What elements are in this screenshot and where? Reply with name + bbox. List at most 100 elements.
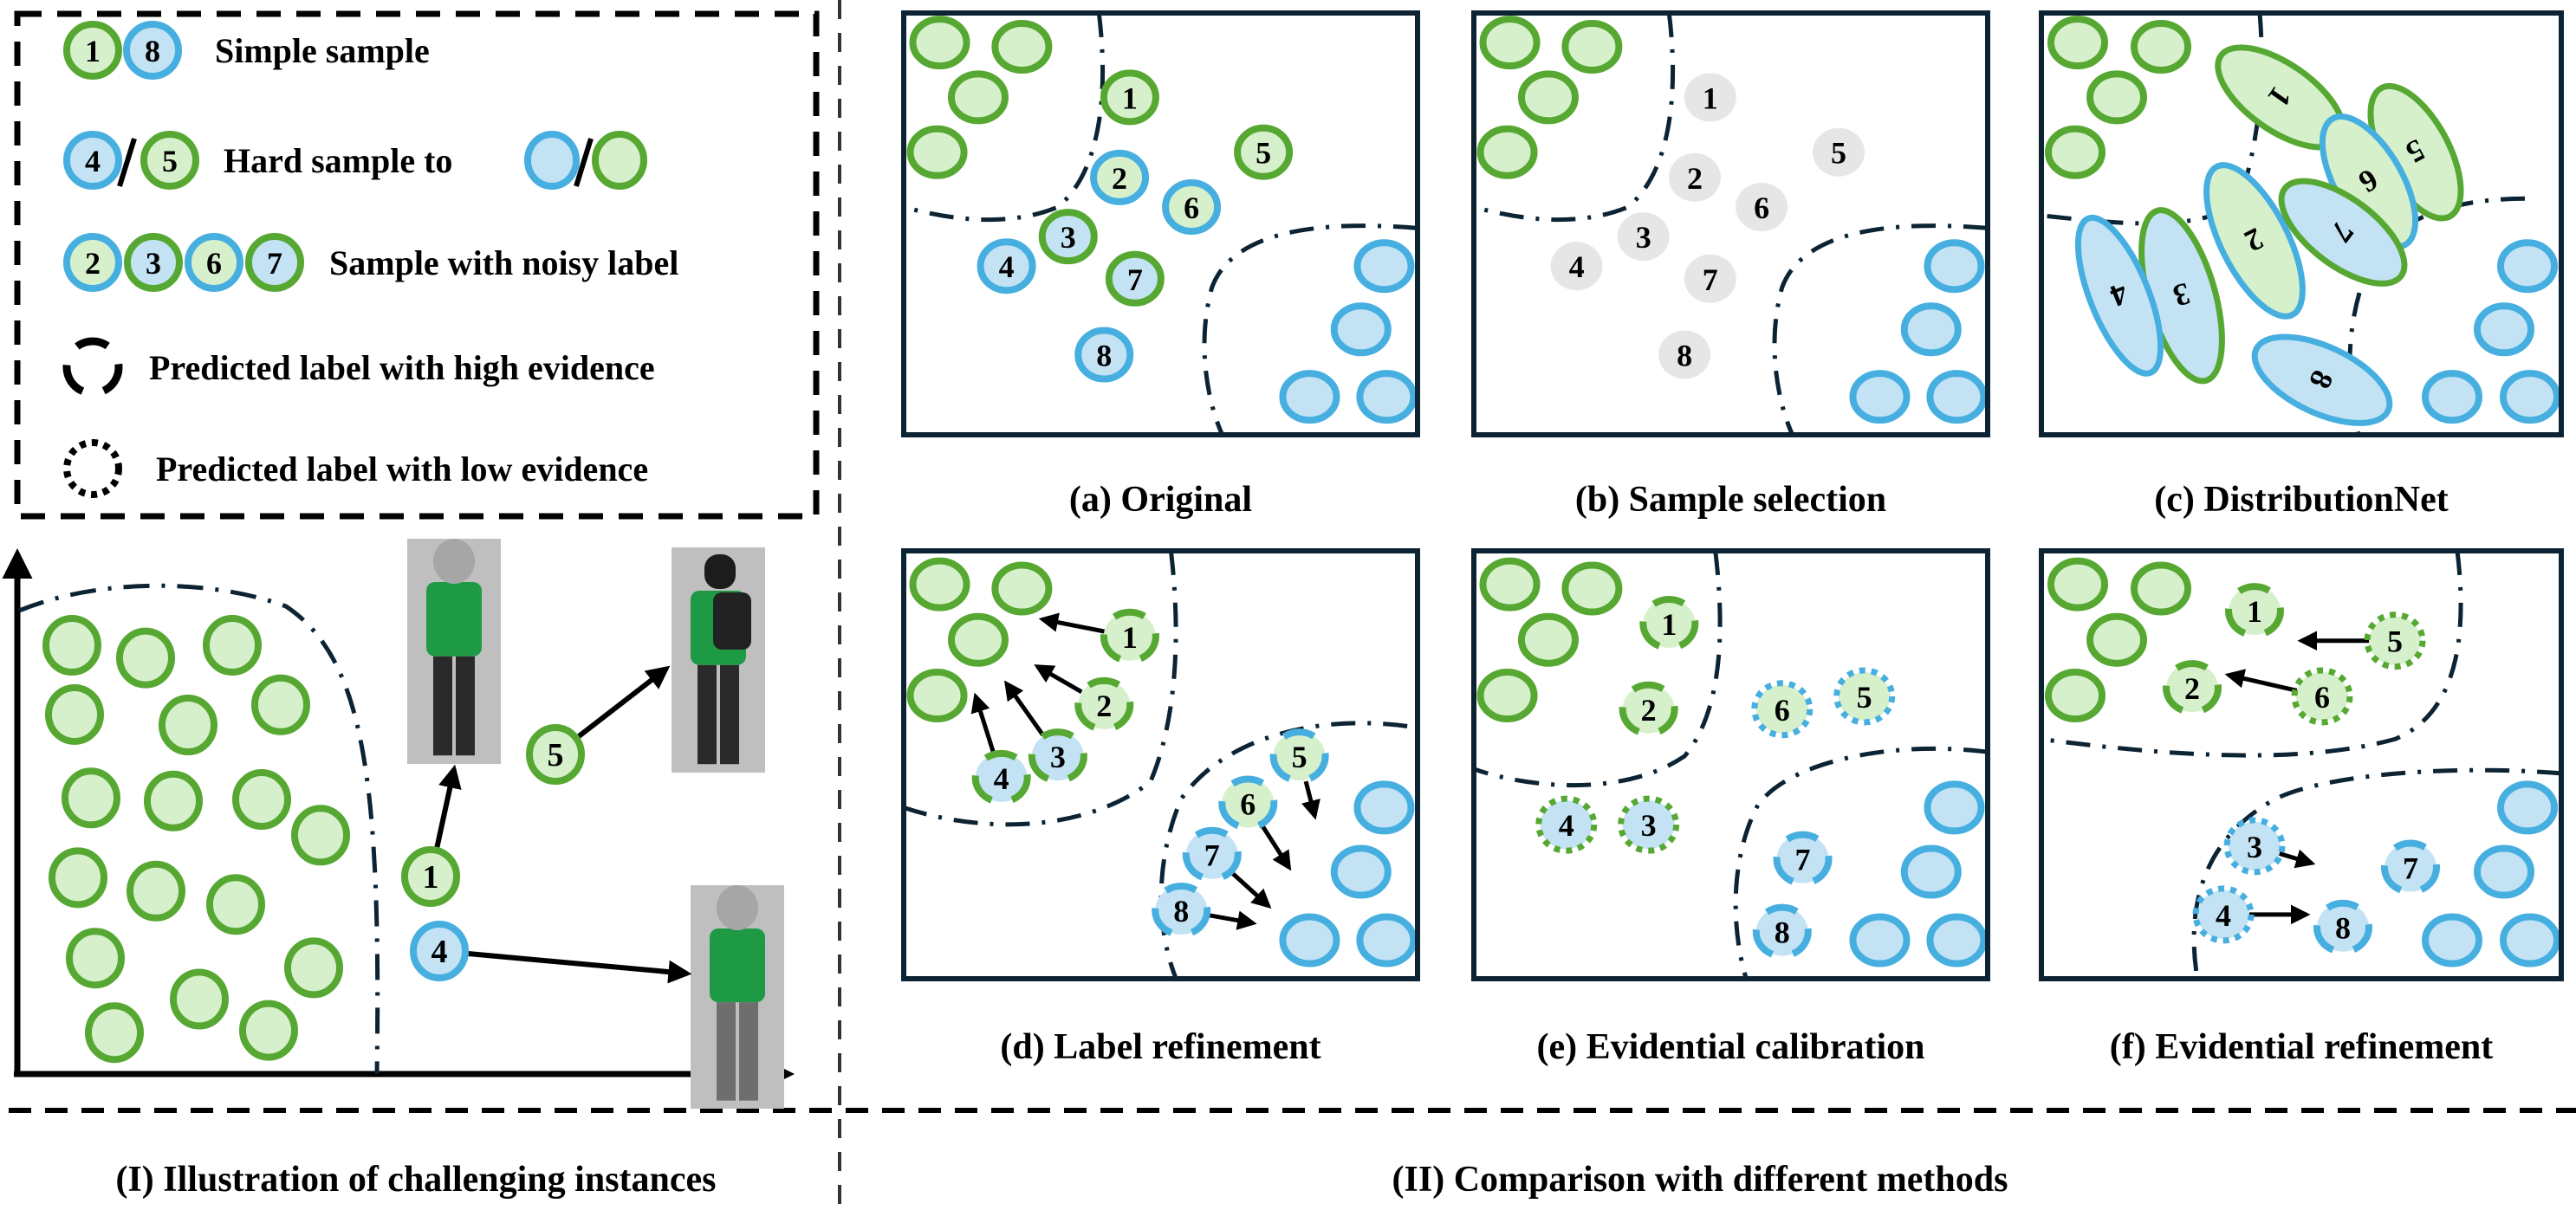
sample-5: 5 (2364, 611, 2426, 670)
sample-fill (1643, 599, 1696, 648)
sample-ring (1900, 844, 1962, 899)
sample-number: 3 (1061, 220, 1076, 255)
high-evidence-ring (971, 749, 1031, 806)
sample-ring (42, 615, 101, 676)
sample-number: 5 (1292, 740, 1307, 774)
high-evidence-ring (2313, 899, 2372, 955)
sample-number: 7 (1795, 843, 1811, 877)
sample-node (2500, 370, 2560, 424)
sample-fill (1540, 800, 1593, 850)
sample-fill (2385, 843, 2436, 892)
sample-node (1479, 557, 1541, 611)
sample-3: 3 (1617, 212, 1670, 262)
sample-ring (2251, 333, 2393, 426)
sample-fill (2229, 586, 2281, 636)
sample-node (1476, 669, 1538, 723)
sample-ring (909, 557, 970, 611)
sample-node (239, 1000, 298, 1061)
sample-number: 1 (2247, 594, 2262, 629)
sample-fill (2369, 616, 2421, 665)
sample-3: 3 (2138, 207, 2225, 385)
sample-ring (2047, 16, 2108, 70)
panel-border (901, 10, 1420, 437)
refinement-arrow (1038, 612, 1105, 634)
sample-3: 3 (1038, 209, 1098, 265)
legend-label: Predicted label with high evidence (149, 348, 655, 387)
sample-ring (123, 21, 182, 80)
sample-4: 4 (410, 921, 469, 981)
high-evidence-ring (1152, 882, 1211, 938)
sample-ring (124, 233, 183, 292)
sample-node (291, 805, 350, 866)
low-evidence-ring (1618, 795, 1680, 854)
sample-node (2047, 557, 2108, 611)
sample-number: 8 (145, 34, 160, 68)
sample-2: 2 (63, 233, 122, 292)
sample-node (2045, 125, 2106, 179)
sample-node (1279, 370, 1340, 424)
refinement-arrow (1301, 780, 1320, 820)
sample-ring (1668, 152, 1721, 202)
sample-node (1330, 844, 1392, 899)
sample-ring (239, 1000, 298, 1061)
sample-number: 1 (1122, 81, 1138, 115)
sample-fill (1031, 732, 1084, 781)
sample-node (947, 612, 1009, 667)
arrow (575, 665, 671, 740)
leg (720, 664, 739, 765)
sample-number: 6 (2314, 680, 2330, 715)
sample-2: 2 (2203, 162, 2306, 320)
panel-border (1471, 548, 1990, 981)
sample-fill (1185, 830, 1238, 879)
sample-ring (1356, 370, 1418, 424)
sample-ring (2500, 913, 2560, 967)
sample-1: 1 (1639, 595, 1699, 651)
sample-ring (62, 767, 120, 829)
sample-ring (170, 968, 229, 1030)
sample-ring (1684, 254, 1736, 303)
sample-ring (2497, 239, 2558, 294)
sample-4: 4 (977, 238, 1036, 294)
sample-number: 6 (1754, 191, 1769, 225)
sample-2: 2 (1074, 676, 1134, 733)
sample-ring (1479, 16, 1541, 70)
sample-node (2131, 561, 2191, 616)
panel-border (901, 548, 1420, 981)
sample-node (1517, 612, 1579, 667)
sample-ring (1617, 212, 1670, 262)
sample-ring (1924, 780, 1985, 835)
sample-ring (592, 131, 647, 190)
low-evidence-ring (2291, 667, 2353, 726)
decision-boundary (1473, 550, 1723, 788)
high-evidence-ring (1269, 728, 1329, 785)
sample-node (45, 683, 104, 745)
sample-4: 4 (971, 749, 1031, 806)
high-evidence-ring (1773, 831, 1833, 887)
panel-caption: (f) Evidential refinement (2110, 1027, 2493, 1067)
sample-ring (2500, 370, 2560, 424)
sample-number: 4 (85, 144, 101, 178)
sample-ring (947, 612, 1009, 667)
sample-number: 8 (1173, 894, 1189, 929)
sample-ring (410, 921, 469, 981)
sample-4: 4 (2192, 885, 2255, 944)
sample-4: 4 (1550, 242, 1603, 291)
sample-ring (203, 615, 262, 676)
sample-node (49, 847, 107, 909)
low-evidence-ring (2192, 885, 2255, 944)
sample-ring (291, 805, 350, 866)
sample-number: 7 (1703, 262, 1718, 297)
green-cluster (42, 615, 350, 1064)
sample-ring (1038, 209, 1098, 265)
sample-number: 8 (1096, 338, 1112, 372)
sample-ring (45, 683, 104, 745)
sample-fill (1222, 779, 1275, 828)
person-image-5 (672, 547, 765, 773)
sample-6: 6 (1751, 680, 1814, 739)
sample-ring (1476, 669, 1538, 723)
arrow (466, 950, 692, 984)
sample-fill (1622, 800, 1675, 850)
